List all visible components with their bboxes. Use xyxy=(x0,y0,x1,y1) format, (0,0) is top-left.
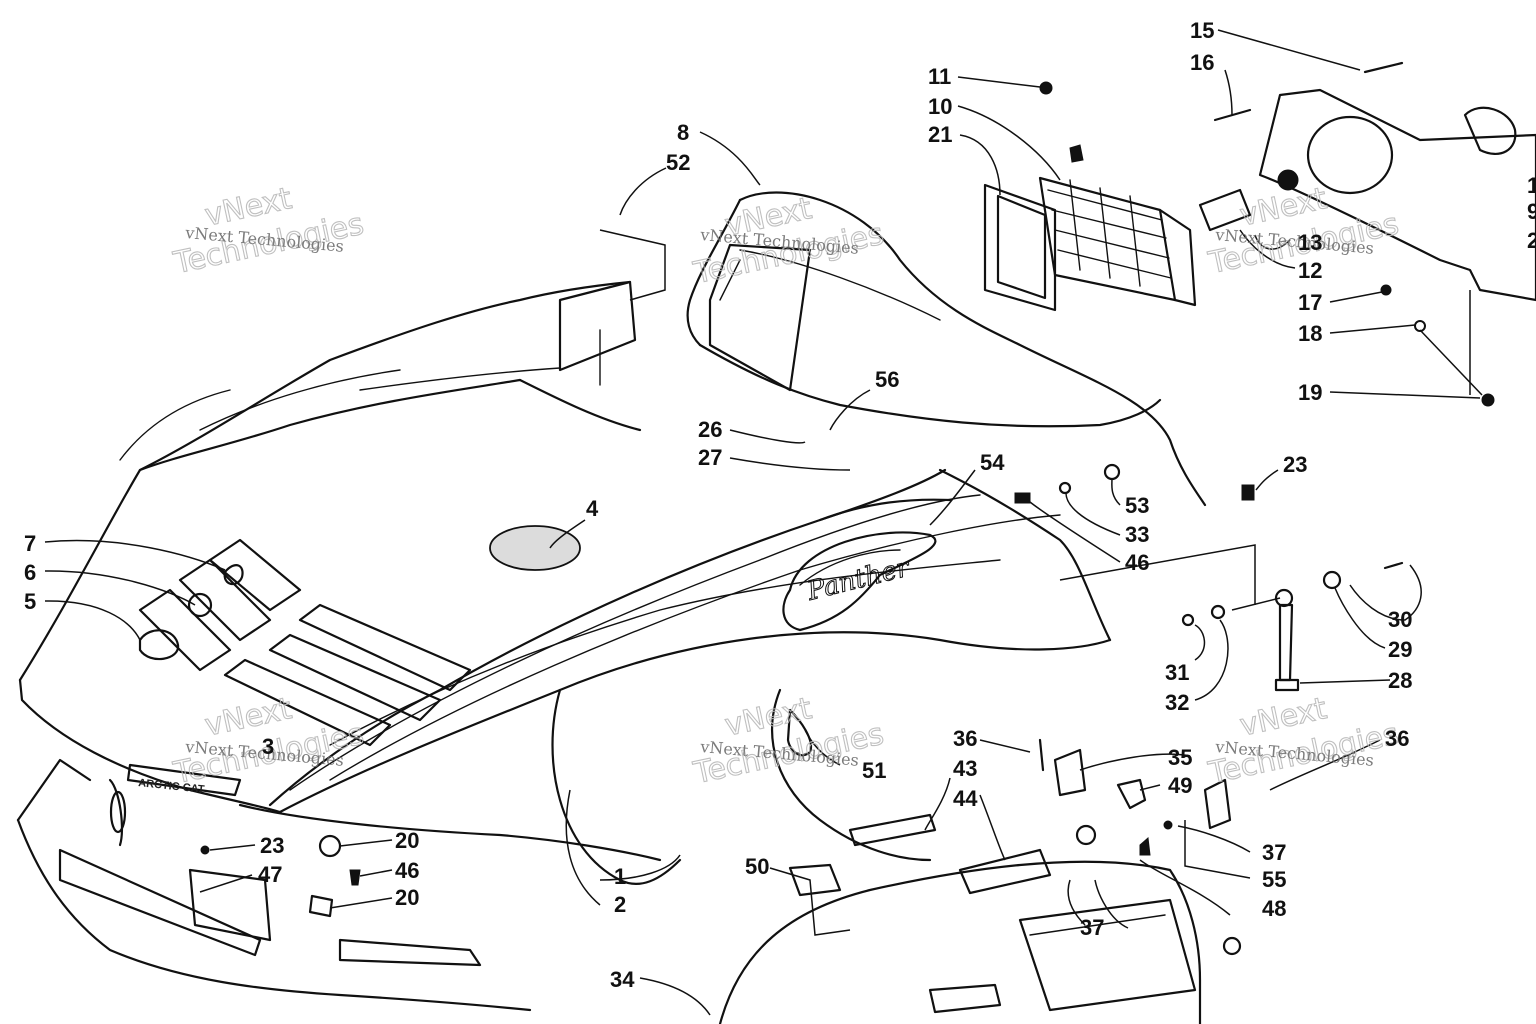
callout-44[interactable]: 44 xyxy=(953,786,978,811)
callout-5[interactable]: 5 xyxy=(24,589,36,614)
callout-47[interactable]: 47 xyxy=(258,862,282,887)
callout-19[interactable]: 19 xyxy=(1298,380,1322,405)
callout-18[interactable]: 18 xyxy=(1298,321,1322,346)
callout-30[interactable]: 30 xyxy=(1388,607,1412,632)
callout-21[interactable]: 21 xyxy=(928,122,952,147)
callout-10[interactable]: 10 xyxy=(928,94,952,119)
hardware-top xyxy=(1039,61,1495,501)
callout-36-right[interactable]: 36 xyxy=(1385,726,1409,751)
watermark: vNext Technologies vNext Technologies vN… xyxy=(169,181,1402,792)
leader-lines xyxy=(44,29,1483,1016)
callout-17[interactable]: 17 xyxy=(1298,290,1322,315)
nose-pan xyxy=(16,758,532,1012)
callout-28[interactable]: 28 xyxy=(1388,668,1412,693)
callout-48[interactable]: 48 xyxy=(1262,896,1286,921)
callout-13[interactable]: 13 xyxy=(1298,230,1322,255)
callout-23-lower[interactable]: 23 xyxy=(260,833,284,858)
watermark-tile: vNext Technologies xyxy=(1204,691,1402,792)
callout-7[interactable]: 7 xyxy=(24,531,36,556)
windshield xyxy=(686,191,1207,507)
callout-55[interactable]: 55 xyxy=(1262,867,1286,892)
hardware-mid xyxy=(1014,463,1121,504)
callout-43[interactable]: 43 xyxy=(953,756,977,781)
callout-53[interactable]: 53 xyxy=(1125,493,1149,518)
watermark-tile: vNext Technologies xyxy=(689,691,887,792)
callout-layer: 15 16 11 10 21 8 52 13 12 17 18 19 56 26… xyxy=(24,18,1536,992)
callout-50[interactable]: 50 xyxy=(745,854,769,879)
callout-46-lower[interactable]: 46 xyxy=(395,858,419,883)
callout-52[interactable]: 52 xyxy=(666,150,690,175)
headlight-bracket xyxy=(1198,88,1536,302)
callout-8[interactable]: 8 xyxy=(677,120,689,145)
callout-46-upper[interactable]: 46 xyxy=(1125,550,1149,575)
callout-11[interactable]: 11 xyxy=(928,64,951,89)
callout-37-right[interactable]: 37 xyxy=(1262,840,1286,865)
callout-32[interactable]: 32 xyxy=(1165,690,1189,715)
callout-16[interactable]: 16 xyxy=(1190,50,1214,75)
side-panel xyxy=(718,708,1242,1024)
callout-cutoff-9[interactable]: 9 xyxy=(1527,199,1536,224)
callout-36-left[interactable]: 36 xyxy=(953,726,977,751)
callout-15[interactable]: 15 xyxy=(1190,18,1214,43)
callout-33[interactable]: 33 xyxy=(1125,522,1149,547)
callout-49[interactable]: 49 xyxy=(1168,773,1192,798)
callout-34[interactable]: 34 xyxy=(610,967,635,992)
headlight-assembly xyxy=(983,176,1197,312)
script-decal: Panther xyxy=(782,531,937,632)
callout-3[interactable]: 3 xyxy=(262,734,274,759)
callout-51[interactable]: 51 xyxy=(862,758,886,783)
hood-emblems xyxy=(138,564,244,661)
callout-cutoff-2[interactable]: 2 xyxy=(1527,228,1536,253)
callout-20-upper[interactable]: 20 xyxy=(395,828,419,853)
callout-cutoff-1[interactable]: 1 xyxy=(1527,173,1536,198)
callout-27[interactable]: 27 xyxy=(698,445,722,470)
callout-1[interactable]: 1 xyxy=(614,864,626,889)
callout-12[interactable]: 12 xyxy=(1298,258,1322,283)
callout-20-lower[interactable]: 20 xyxy=(395,885,419,910)
callout-54[interactable]: 54 xyxy=(980,450,1005,475)
hood-latch xyxy=(1181,561,1404,692)
callout-26[interactable]: 26 xyxy=(698,417,722,442)
hood-louvers xyxy=(138,538,472,747)
callout-4[interactable]: 4 xyxy=(586,496,599,521)
callout-56[interactable]: 56 xyxy=(875,367,899,392)
callout-23-upper[interactable]: 23 xyxy=(1283,452,1307,477)
callout-6[interactable]: 6 xyxy=(24,560,36,585)
callout-35[interactable]: 35 xyxy=(1168,745,1192,770)
callout-37-lower[interactable]: 37 xyxy=(1080,915,1104,940)
callout-29[interactable]: 29 xyxy=(1388,637,1412,662)
callout-2[interactable]: 2 xyxy=(614,892,626,917)
callout-31[interactable]: 31 xyxy=(1165,660,1189,685)
